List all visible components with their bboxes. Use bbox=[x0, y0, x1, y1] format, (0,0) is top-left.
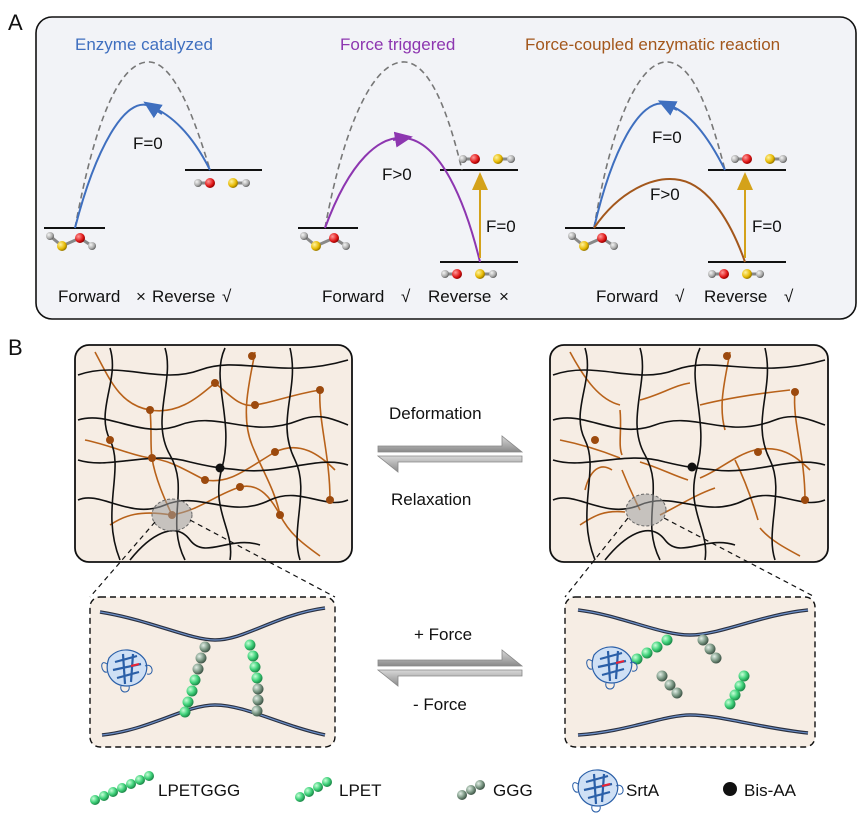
diagram-enzyme-catalyzed: Enzyme catalyzed F=0 Forward × Reverse √ bbox=[44, 35, 262, 306]
legend-ggg: GGG bbox=[457, 780, 533, 800]
reverse-label: Reverse bbox=[428, 287, 491, 306]
panel-a-label: A bbox=[8, 10, 23, 35]
forward-mark: √ bbox=[401, 287, 411, 306]
title-force-triggered: Force triggered bbox=[340, 35, 455, 54]
diagram-force-coupled: Force-coupled enzymatic reaction F=0 F>0… bbox=[525, 35, 794, 306]
title-enzyme-catalyzed: Enzyme catalyzed bbox=[75, 35, 213, 54]
legend-lpet-label: LPET bbox=[339, 781, 382, 800]
force-label-f0: F=0 bbox=[133, 134, 163, 153]
equilibrium-arrows-force: + Force - Force bbox=[376, 625, 524, 714]
uncatalyzed-energy-path bbox=[74, 61, 211, 229]
reverse-mark: √ bbox=[222, 287, 232, 306]
legend-bisaa: Bis-AA bbox=[723, 781, 797, 800]
force-label-f0: F=0 bbox=[752, 217, 782, 236]
minus-force-label: - Force bbox=[413, 695, 467, 714]
force-label-fpos: F>0 bbox=[650, 185, 680, 204]
legend-srta: SrtA bbox=[571, 768, 660, 814]
forward-label: Forward bbox=[596, 287, 658, 306]
forward-label: Forward bbox=[322, 287, 384, 306]
legend-ggg-label: GGG bbox=[493, 781, 533, 800]
zoom-dissociated bbox=[564, 596, 816, 748]
forward-label: Forward bbox=[58, 287, 120, 306]
reverse-mark: × bbox=[499, 287, 509, 306]
network-deformed bbox=[549, 344, 829, 563]
legend-bisaa-label: Bis-AA bbox=[744, 781, 797, 800]
diagram-force-triggered: Force triggered F>0 F=0 Forward √ Revers… bbox=[298, 35, 518, 306]
forward-mark: × bbox=[136, 287, 146, 306]
legend-lpetggg-label: LPETGGG bbox=[158, 781, 240, 800]
reverse-label: Reverse bbox=[704, 287, 767, 306]
title-force-coupled: Force-coupled enzymatic reaction bbox=[525, 35, 780, 54]
force-label-fpos: F>0 bbox=[382, 165, 412, 184]
legend-lpetggg: LPETGGG bbox=[90, 771, 240, 805]
panel-a-frame bbox=[35, 16, 857, 320]
zoom-guides bbox=[89, 517, 816, 598]
network-relaxed bbox=[74, 344, 353, 563]
legend-srta-label: SrtA bbox=[626, 781, 660, 800]
plus-force-label: + Force bbox=[414, 625, 472, 644]
legend-lpet: LPET bbox=[295, 777, 382, 802]
legend: LPETGGG LPET GGG SrtA Bis-AA bbox=[90, 768, 797, 814]
reverse-mark: √ bbox=[784, 287, 794, 306]
panel-b-label: B bbox=[8, 335, 23, 360]
forward-mark: √ bbox=[675, 287, 685, 306]
reverse-label: Reverse bbox=[152, 287, 215, 306]
equilibrium-arrows-network: Deformation Relaxation bbox=[376, 404, 524, 509]
force-label-f0: F=0 bbox=[486, 217, 516, 236]
force-label-f0: F=0 bbox=[652, 128, 682, 147]
zoom-crosslinked bbox=[89, 596, 336, 748]
relaxation-label: Relaxation bbox=[391, 490, 471, 509]
deformation-label: Deformation bbox=[389, 404, 482, 423]
